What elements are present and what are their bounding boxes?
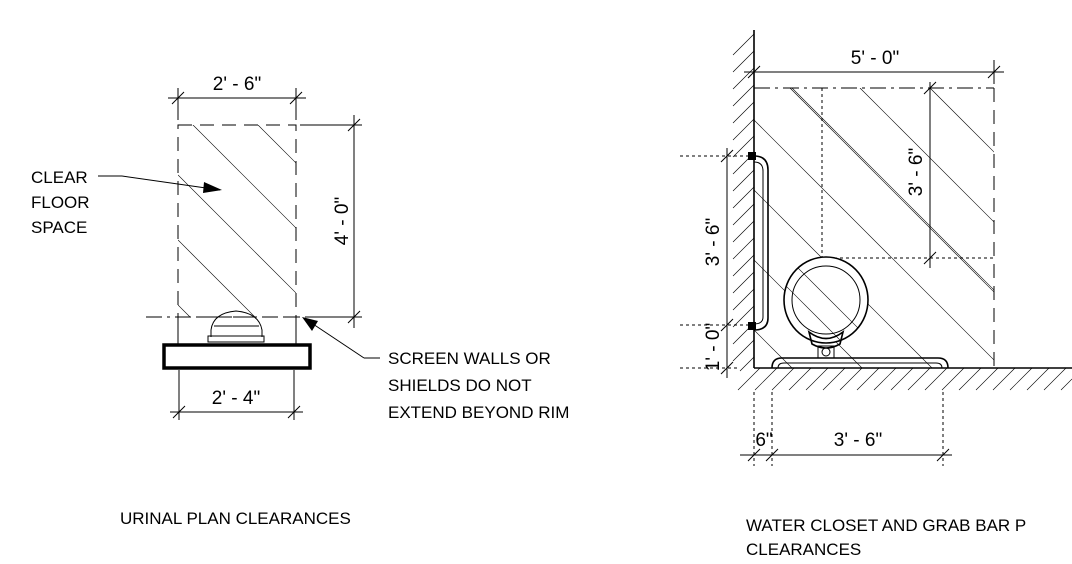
wc-caption-line2: CLEARANCES [746, 540, 861, 559]
wc-dim-bottom-small-label: 6" [755, 430, 772, 451]
urinal-caption: URINAL PLAN CLEARANCES [120, 509, 351, 528]
wc-dim-bottom: 6" 3' - 6" [740, 392, 952, 466]
wc-rear-wall [737, 367, 1072, 391]
wc-dim-side-grab-label: 3' - 6" [703, 218, 724, 266]
urinal-note-clear-floor: CLEAR FLOOR SPACE [31, 168, 222, 237]
urinal-plan: 2' - 6" 4' - 0" [31, 74, 569, 528]
urinal-dim-width-bottom-label: 2' - 4" [212, 388, 260, 409]
wc-dim-depth-label: 3' - 6" [906, 148, 927, 196]
urinal-dim-width-top: 2' - 6" [168, 74, 306, 120]
note-clear-line3: SPACE [31, 218, 87, 237]
urinal-hatch [178, 125, 296, 317]
urinal-clear-floor-space [177, 124, 297, 318]
wc-dim-depth: 3' - 6" [906, 81, 937, 268]
urinal-fixture [162, 310, 312, 370]
wc-caption-line1: WATER CLOSET AND GRAB BAR P [746, 516, 1026, 535]
urinal-dim-depth: 4' - 0" [300, 115, 362, 328]
urinal-dim-depth-label: 4' - 0" [332, 197, 353, 245]
wc-rear-grab-bar [771, 357, 949, 369]
wc-dim-width-top-label: 5' - 0" [851, 48, 899, 69]
note-screen-line2: SHIELDS DO NOT [388, 376, 532, 395]
note-clear-line1: CLEAR [31, 168, 88, 187]
wc-toilet-bowl [783, 256, 869, 359]
water-closet-plan: 5' - 0" 3' - 6" 3' - 6" 1' - 0" [680, 30, 1072, 559]
wc-dim-side-low-label: 1' - 0" [703, 323, 724, 371]
note-clear-line2: FLOOR [31, 193, 90, 212]
wc-dim-side: 3' - 6" 1' - 0" [680, 148, 754, 378]
urinal-dim-width-top-label: 2' - 6" [213, 74, 261, 95]
urinal-note-screen-walls: SCREEN WALLS OR SHIELDS DO NOT EXTEND BE… [302, 317, 569, 422]
urinal-dim-width-bottom: 2' - 4" [170, 370, 303, 420]
wc-side-wall [732, 30, 755, 372]
wc-dim-width-top: 5' - 0" [744, 48, 1004, 84]
wc-dim-bottom-grab-label: 3' - 6" [834, 430, 882, 451]
note-screen-line1: SCREEN WALLS OR [388, 349, 551, 368]
note-screen-line3: EXTEND BEYOND RIM [388, 403, 569, 422]
